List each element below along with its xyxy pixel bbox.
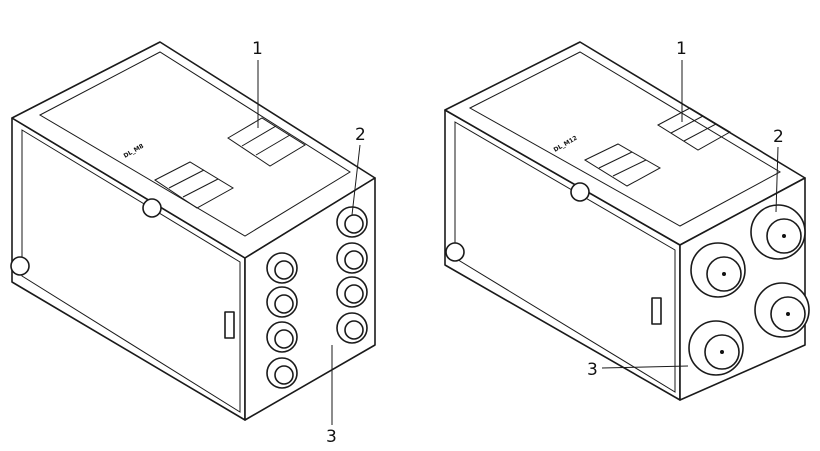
right-device-m12: DL_M12 1 2 3 [444,39,810,401]
led-window-1 [227,117,306,167]
left-device-m8: DL_M8 1 2 3 [10,39,376,447]
m8-connector [266,321,298,353]
led-window-1 [657,107,731,151]
led-window-2 [154,161,234,209]
callout-2-right: 2 [773,127,784,147]
m8-connector [266,357,298,389]
m12-connector [690,242,746,298]
side-latch [651,297,662,325]
m8-connector [336,312,368,344]
m12-connector [754,282,810,338]
callout-2-left: 2 [355,125,366,145]
callout-3-left: 3 [326,427,337,447]
callout-1-left: 1 [252,39,263,59]
mounting-hole [10,256,30,276]
led-window-2 [583,143,662,187]
m8-connector [336,276,368,308]
callout-3-right: 3 [587,360,598,380]
side-latch [224,311,235,339]
m8-connector [266,252,298,284]
mounting-hole [142,198,162,218]
m12-connector [750,204,806,260]
mounting-hole [445,242,465,262]
m8-connector [266,286,298,318]
left-connectors [266,206,368,389]
callout-1-right: 1 [676,39,687,59]
m12-connector [688,320,744,376]
mounting-hole [570,182,590,202]
right-connectors [688,204,810,376]
m8-connector [336,242,368,274]
m8-connector [336,206,368,238]
